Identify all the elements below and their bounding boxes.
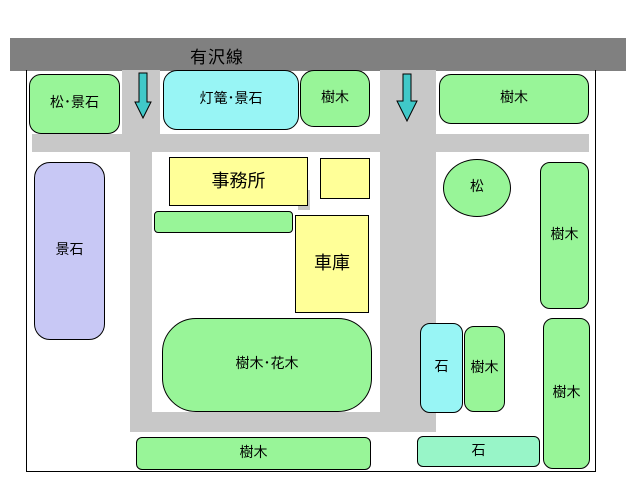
area-matsu-keiseki[interactable]: 松･景石: [29, 74, 120, 134]
area-jumoku-top-mid[interactable]: 樹木: [300, 70, 370, 127]
down-arrow-icon: [396, 73, 418, 123]
area-jumoku-small[interactable]: 樹木: [464, 326, 505, 412]
road-horizontal-lower: [130, 412, 410, 432]
area-matsu-right[interactable]: 松: [443, 159, 511, 217]
area-jumoku-kaboku[interactable]: 樹木･花木: [162, 318, 372, 412]
area-jumoku-top-right[interactable]: 樹木: [439, 74, 589, 124]
area-ishi-bottom[interactable]: 石: [417, 436, 540, 467]
area-keiseki-left[interactable]: 景石: [34, 162, 105, 340]
area-jumoku-right-lower[interactable]: 樹木: [543, 318, 590, 469]
top-road: [10, 38, 626, 71]
area-ishi-small[interactable]: 石: [420, 323, 463, 413]
area-toro-keiseki[interactable]: 灯篭･景石: [163, 70, 299, 130]
area-jumoku-bottom[interactable]: 樹木: [136, 437, 371, 470]
area-green-strip[interactable]: [154, 211, 293, 233]
road-left-vertical: [130, 134, 152, 432]
building-small[interactable]: [320, 158, 370, 199]
building-garage[interactable]: 車庫: [295, 215, 369, 313]
site-boundary: [26, 70, 596, 472]
building-office[interactable]: 事務所: [169, 157, 308, 206]
road-name: 有沢線: [190, 48, 244, 68]
road-horizontal-upper: [32, 134, 589, 152]
down-arrow-icon: [134, 72, 152, 120]
area-jumoku-right-upper[interactable]: 樹木: [540, 162, 589, 309]
